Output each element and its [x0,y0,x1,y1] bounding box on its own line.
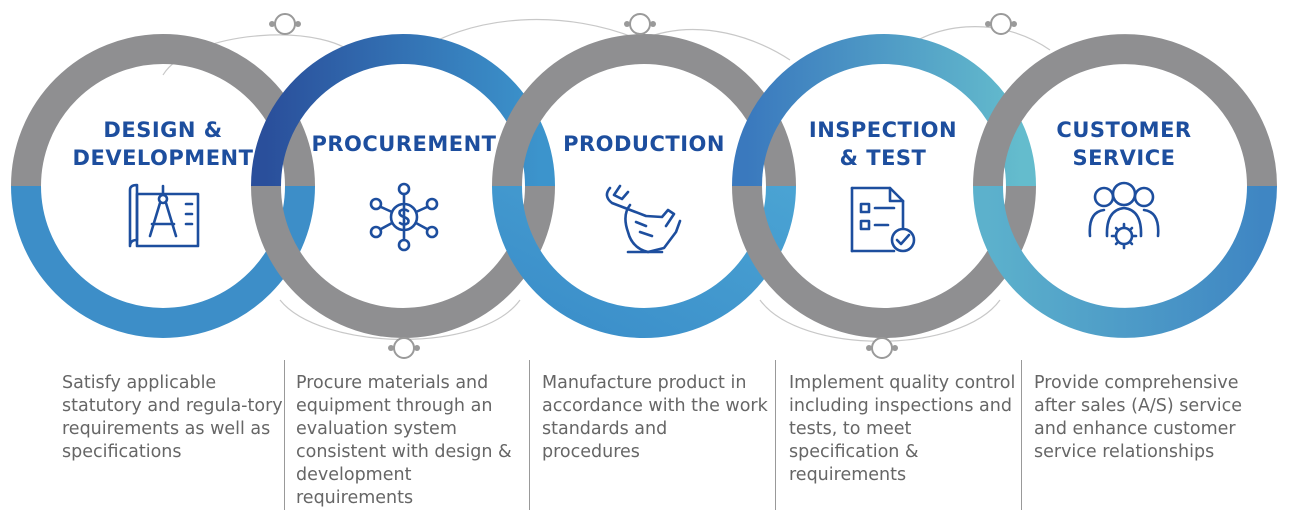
stage-description-production: Manufacture product in accordance with t… [542,373,768,462]
stage-description-design-development: Satisfy applicable statutory and regula-… [62,373,283,462]
stage-title-customer-service: CUSTOMER SERVICE [1056,118,1192,170]
stage-description-customer-service: Provide comprehensive after sales (A/S) … [1034,373,1242,462]
fist-wrench-icon [605,184,682,254]
blueprint-compass-icon [128,183,200,248]
stage-description-inspection-test: Implement quality control including insp… [789,373,1016,485]
connector-knobs [269,13,1017,359]
divider [529,360,530,510]
stage-title-design-development: DESIGN & DEVELOPMENT [72,118,254,170]
stage-title-inspection-test: INSPECTION & TEST [808,118,958,170]
divider [284,360,285,510]
rings-graphic [11,13,1277,359]
stage-title-procurement: PROCUREMENT [311,132,497,156]
dollar-network-icon [369,182,439,252]
people-gear-icon [1088,181,1160,250]
divider [1021,360,1022,510]
divider [775,360,776,510]
ring-customer-service [973,34,1277,338]
stage-description-procurement: Procure materials and equipment through … [296,373,512,508]
checklist-approved-icon [850,186,916,253]
stage-title-production: PRODUCTION [563,132,725,156]
